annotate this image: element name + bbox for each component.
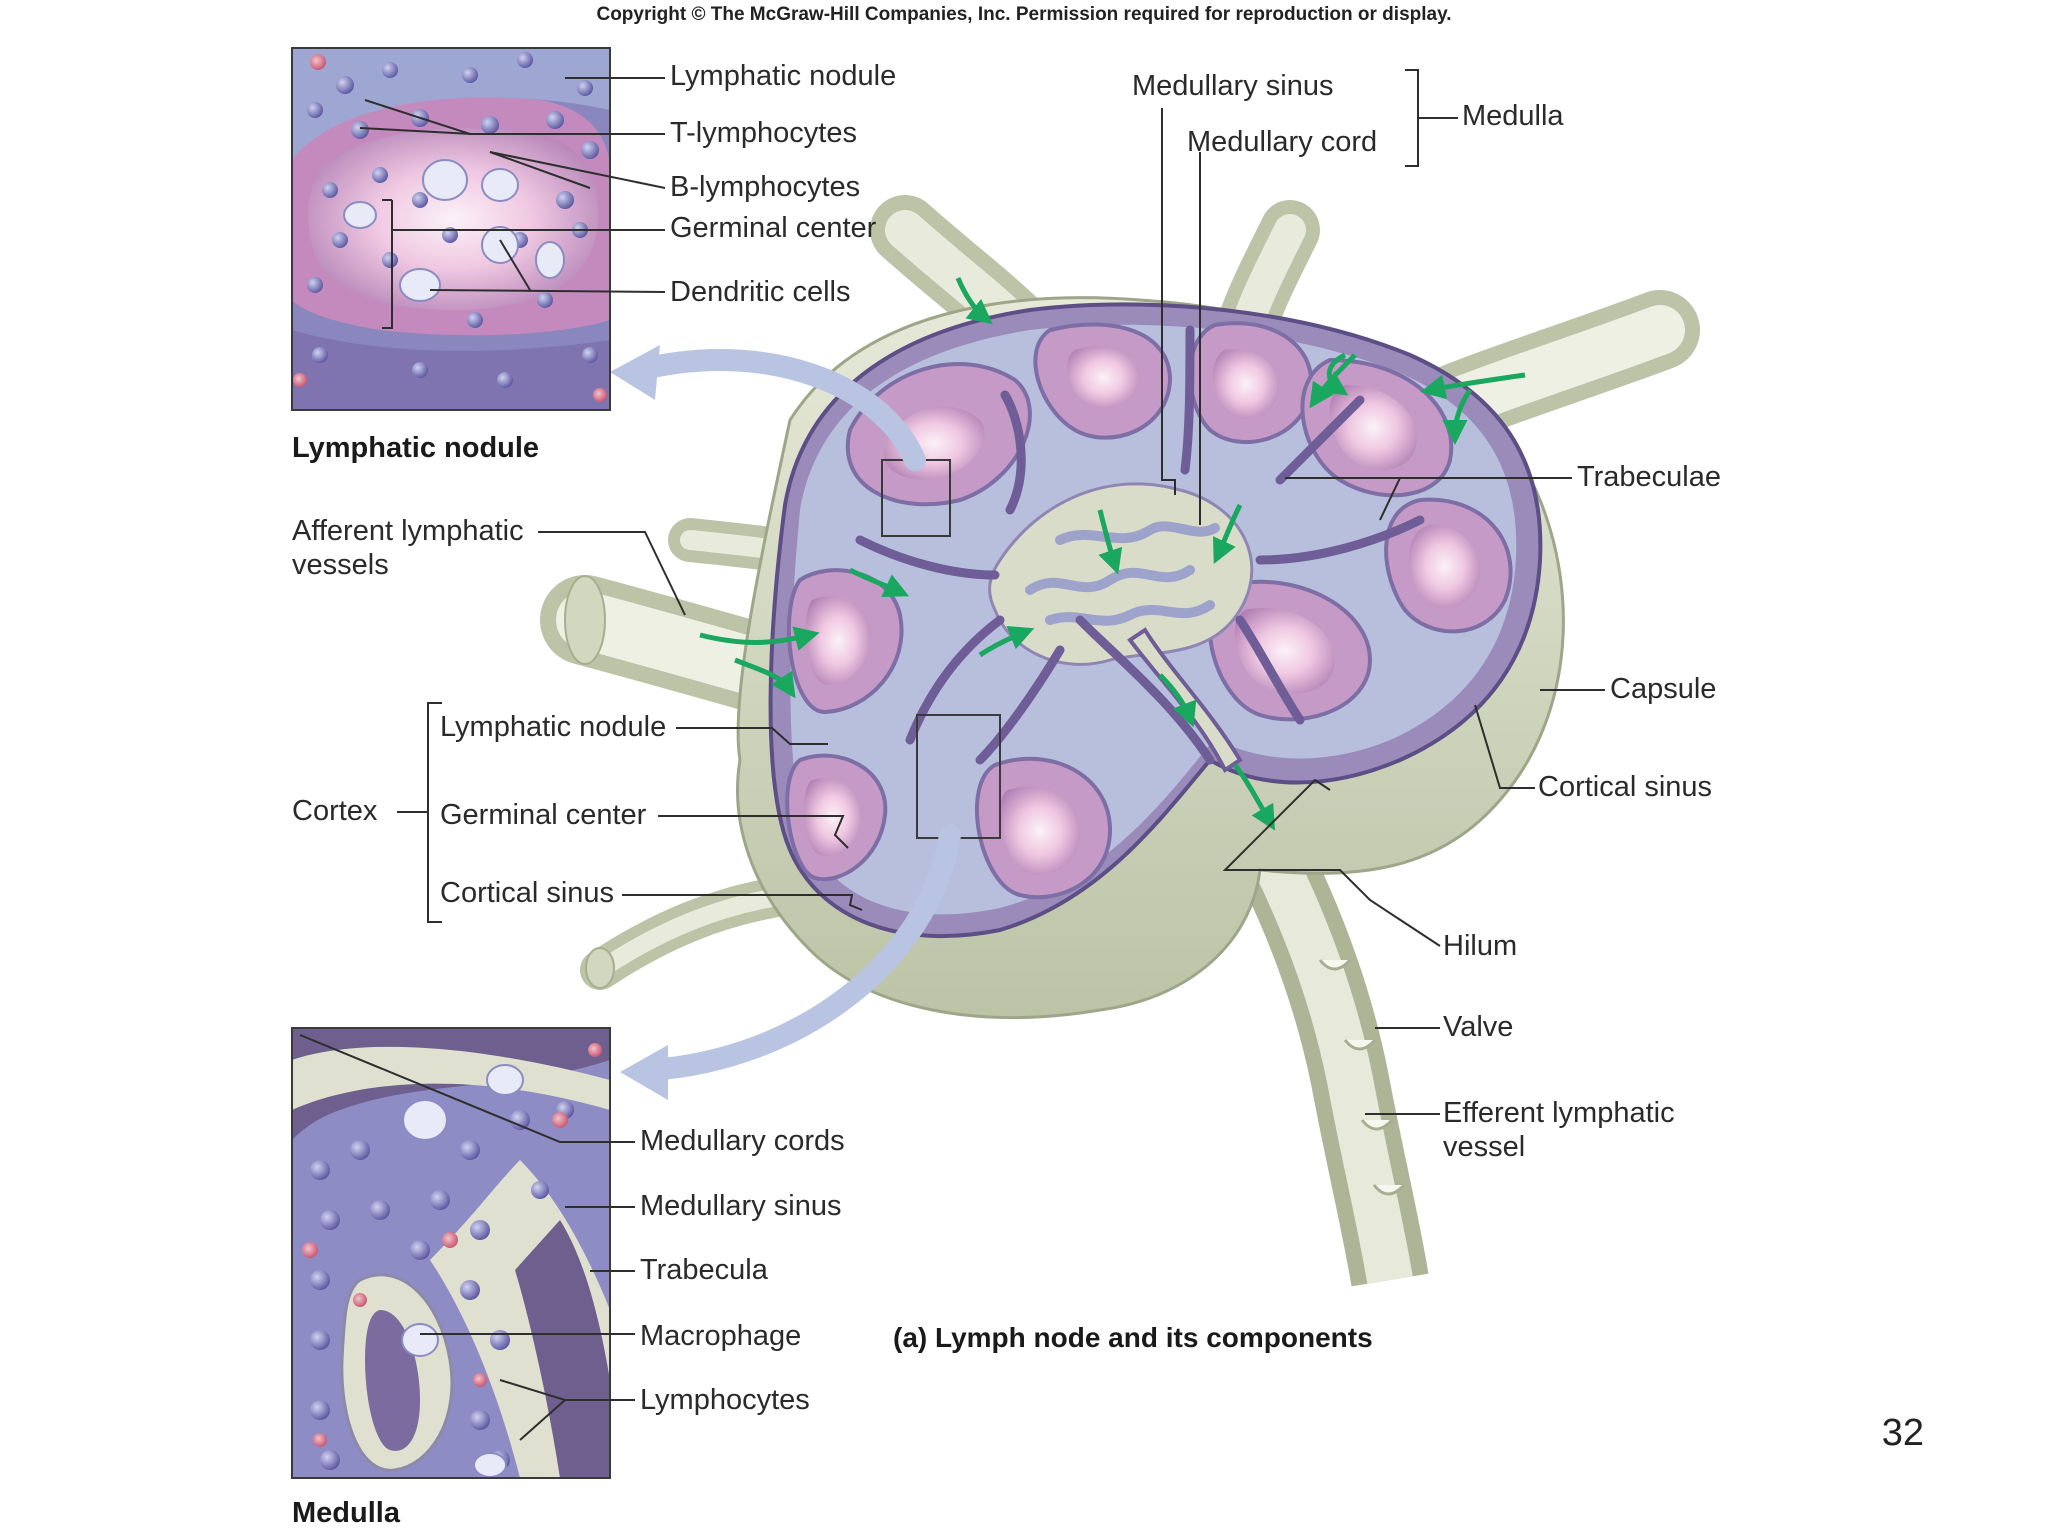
valve-flap-4 (1372, 1183, 1406, 1196)
label-trabecula: Trabecula (640, 1254, 768, 1286)
label-cortex-germinal-center: Germinal center (440, 799, 647, 831)
label-medullary-cords: Medullary cords (640, 1125, 845, 1157)
label-afferent-line1: Afferent lymphatic (292, 515, 524, 547)
label-inset-germinal-center: Germinal center (670, 212, 877, 244)
label-medullary-cord: Medullary cord (1187, 126, 1378, 158)
figure-caption: (a) Lymph node and its components (893, 1322, 1373, 1353)
callout-arrow-to-medulla-inset (620, 824, 961, 1100)
valve-flap-3 (1360, 1118, 1394, 1131)
label-t-lymphocytes: T-lymphocytes (670, 117, 857, 149)
label-inset-medullary-sinus: Medullary sinus (640, 1190, 842, 1222)
label-cortex-cortical-sinus: Cortical sinus (440, 877, 615, 909)
callout-arrow-to-nodule-inset (610, 345, 926, 471)
label-cortex-lymphatic-nodule: Lymphatic nodule (440, 711, 667, 743)
label-valve: Valve (1443, 1011, 1514, 1043)
label-macrophage: Macrophage (640, 1320, 802, 1352)
copyright-notice: Copyright © The McGraw-Hill Companies, I… (596, 4, 1452, 25)
label-cortex: Cortex (292, 795, 378, 827)
medulla-inset (292, 1028, 610, 1478)
label-capsule: Capsule (1610, 673, 1717, 705)
inset-title-lymphatic-nodule: Lymphatic nodule (292, 432, 540, 464)
leader-lines (299, 69, 1605, 1441)
valve-flap-2 (1343, 1038, 1377, 1051)
medullary-sinus-pattern (1025, 521, 1220, 626)
lymph-vessel-lower-left (580, 875, 810, 990)
lymphatic-nodule-inset (292, 48, 610, 410)
label-hilum: Hilum (1443, 930, 1518, 962)
label-medullary-sinus: Medullary sinus (1132, 70, 1334, 102)
label-trabeculae: Trabeculae (1577, 461, 1722, 493)
label-afferent-line2: vessels (292, 549, 389, 581)
label-b-lymphocytes: B-lymphocytes (670, 171, 861, 203)
slide-number: 32 (1881, 1412, 1924, 1454)
valve-flap-1 (1318, 958, 1352, 971)
label-cortical-sinus-right: Cortical sinus (1538, 771, 1713, 803)
inset-title-medulla: Medulla (292, 1497, 400, 1529)
lymph-flow-arrows (699, 277, 1526, 831)
label-medulla: Medulla (1462, 100, 1564, 132)
label-lymphocytes: Lymphocytes (640, 1384, 810, 1416)
label-dendritic-cells: Dendritic cells (670, 276, 851, 308)
label-efferent-line2: vessel (1443, 1131, 1526, 1163)
label-efferent-line1: Efferent lymphatic (1443, 1097, 1675, 1129)
medulla-inset-frame (291, 1027, 611, 1479)
label-inset-lymphatic-nodule: Lymphatic nodule (670, 60, 897, 92)
